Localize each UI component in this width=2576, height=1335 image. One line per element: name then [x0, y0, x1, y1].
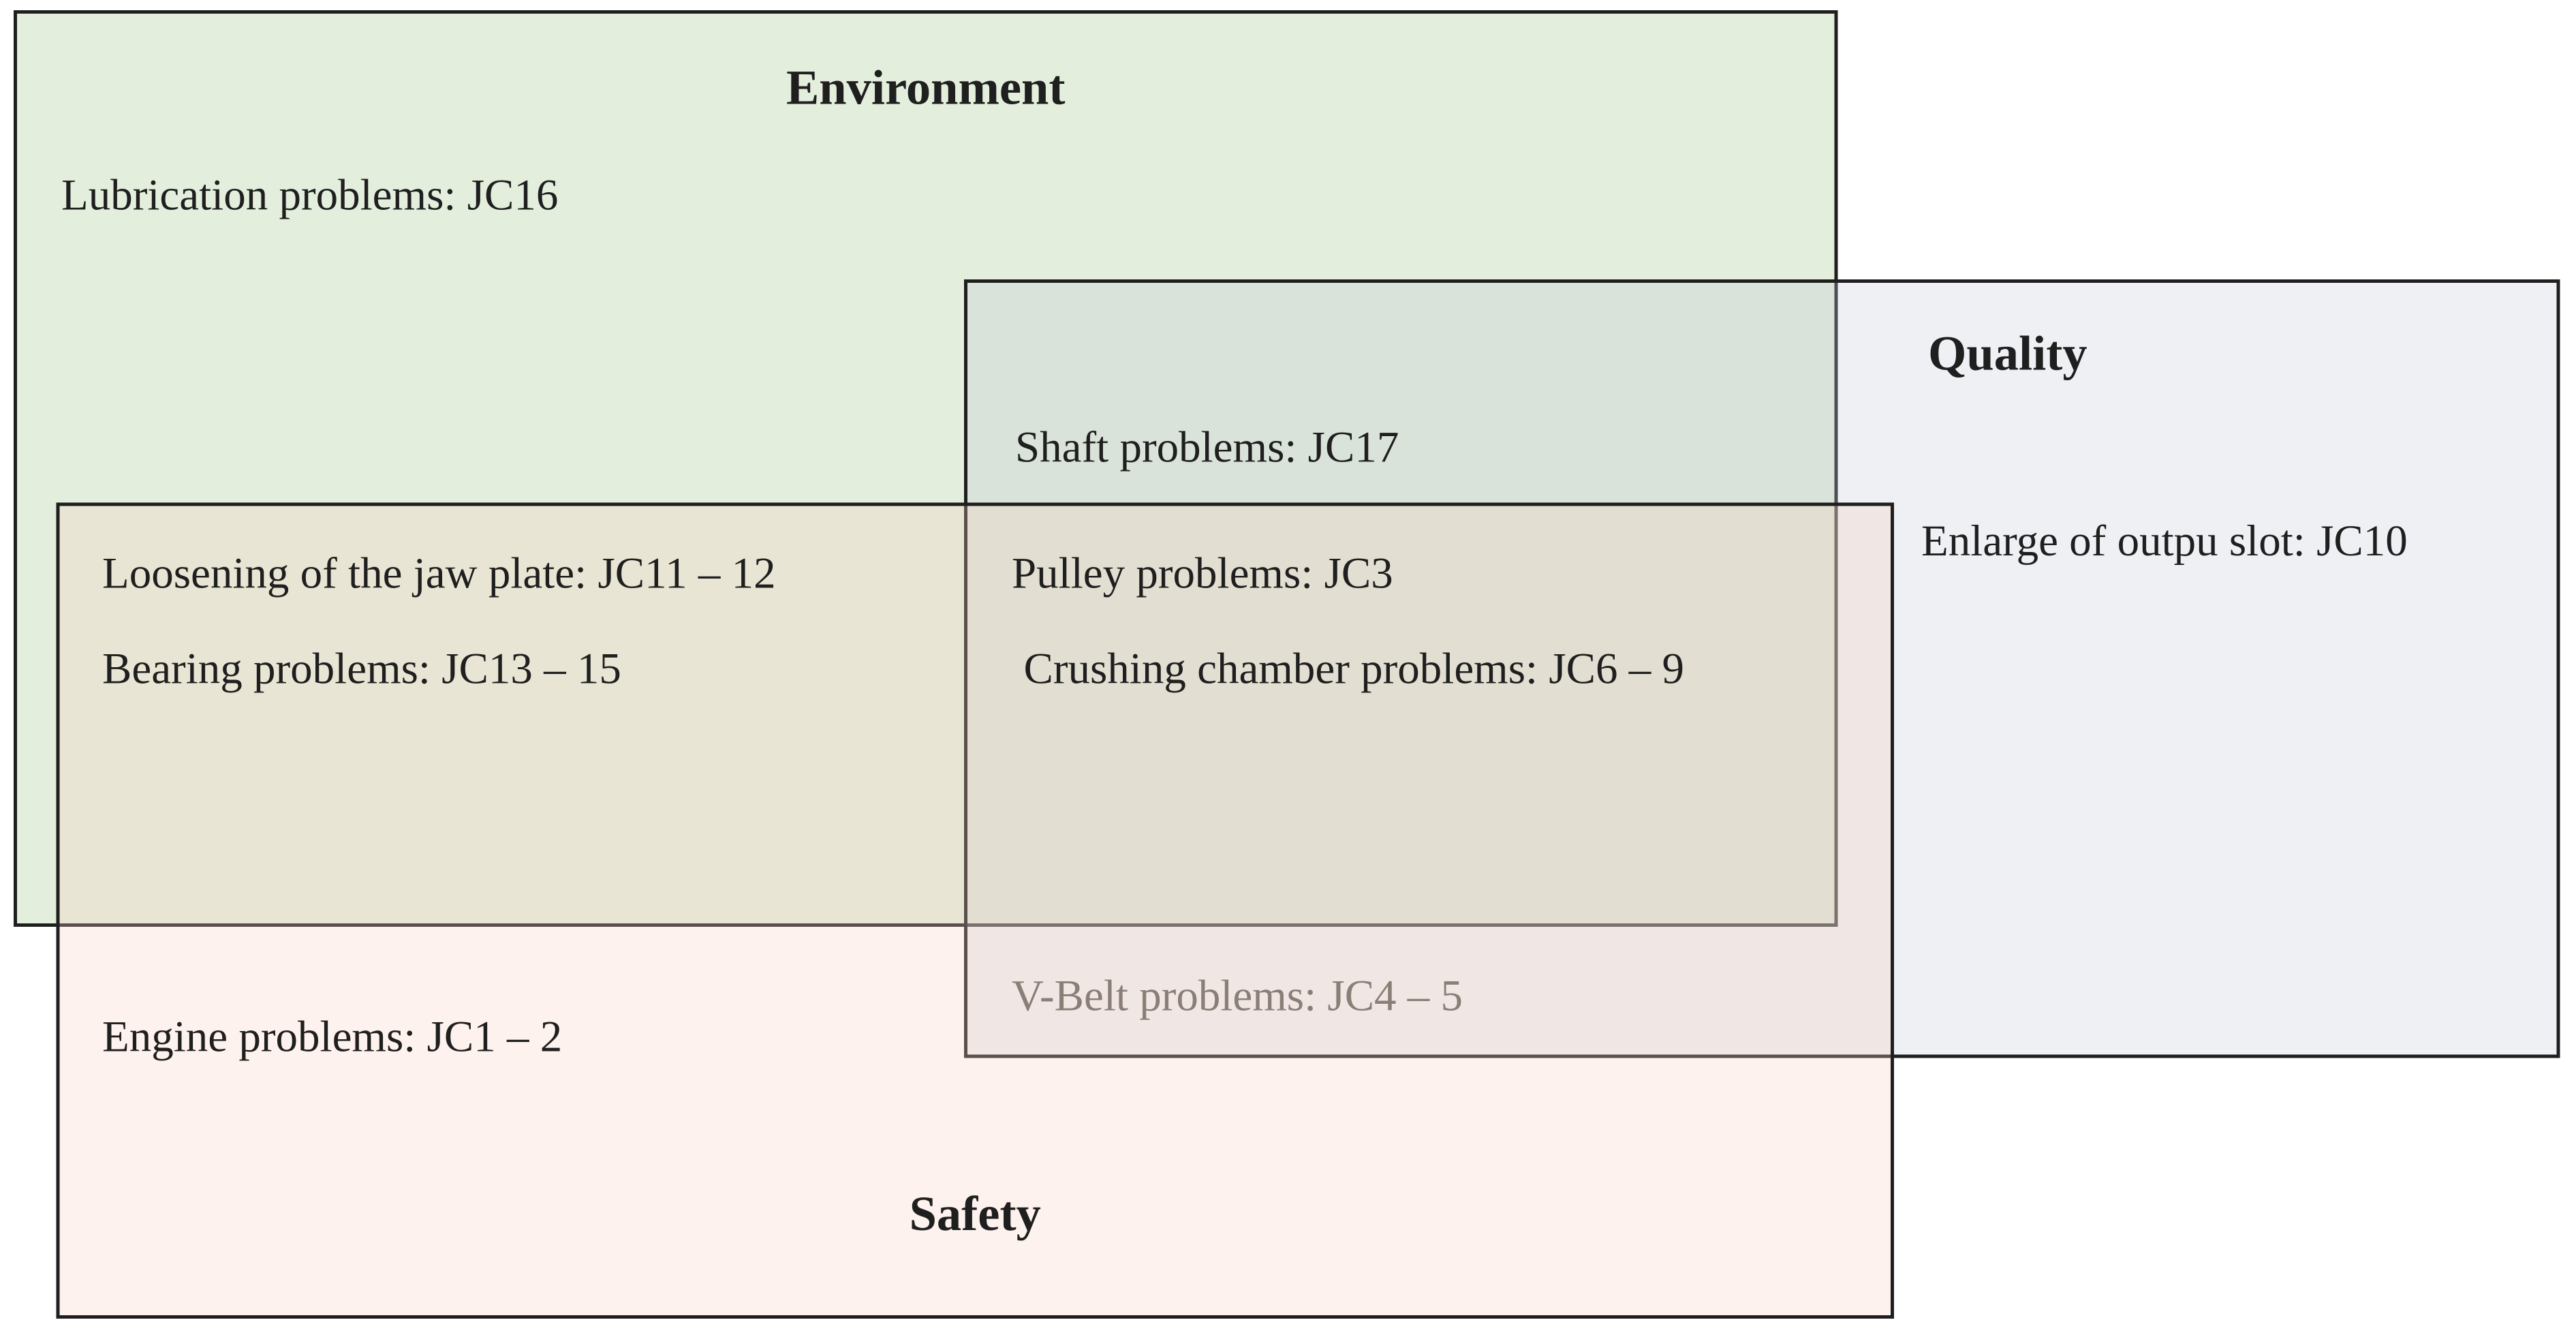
quality-set-rect	[964, 279, 2560, 1058]
label-pulley-problems-jc3: Pulley problems: JC3	[1012, 549, 1393, 598]
safety-set-title: Safety	[909, 1187, 1041, 1242]
label-loosening-jaw-plate-jc11-12: Loosening of the jaw plate: JC11 – 12	[102, 549, 776, 598]
environment-set-title: Environment	[786, 61, 1066, 116]
quality-set-title: Quality	[1928, 327, 2088, 382]
safety-set-rect	[56, 502, 1894, 1319]
environment-set-rect	[14, 10, 1838, 927]
label-bearing-problems-jc13-15: Bearing problems: JC13 – 15	[102, 644, 621, 694]
label-shaft-problems-jc17: Shaft problems: JC17	[1015, 423, 1399, 472]
label-lubrication-problems-jc16: Lubrication problems: JC16	[61, 170, 559, 220]
label-v-belt-problems-jc4-5: V-Belt problems: JC4 – 5	[1012, 971, 1463, 1021]
label-crushing-chamber-jc6-9: Crushing chamber problems: JC6 – 9	[1023, 644, 1684, 694]
label-engine-problems-jc1-2: Engine problems: JC1 – 2	[102, 1012, 563, 1062]
label-enlarge-of-outpu-slot-jc10: Enlarge of outpu slot: JC10	[1921, 516, 2408, 566]
